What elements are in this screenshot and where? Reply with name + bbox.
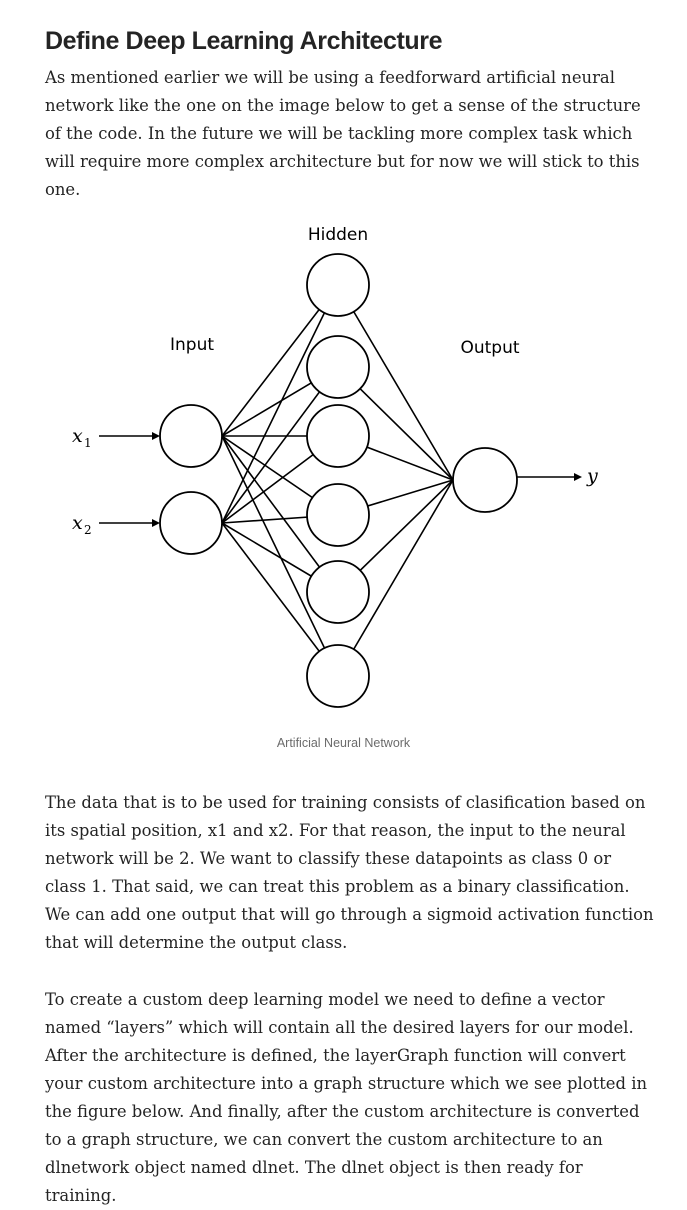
io-arrows (99, 432, 582, 527)
x1-input-label: x (72, 425, 83, 447)
hidden-node-5 (306, 560, 370, 624)
neural-network-figure: Hidden Input Output x 1 x 2 y (0, 208, 687, 728)
network-nodes (159, 253, 518, 708)
x1-input-arrowhead (152, 432, 160, 440)
hidden-node-6 (306, 644, 370, 708)
connection-input2-hidden1 (221, 284, 339, 524)
y-output-label: y (586, 465, 598, 487)
custom-model-paragraph: To create a custom deep learning model w… (45, 990, 647, 1205)
output-node (452, 447, 518, 513)
x2-input-label: x (72, 512, 83, 534)
neural-network-diagram: Hidden Input Output x 1 x 2 y (72, 225, 598, 708)
connection-lines (221, 284, 454, 677)
output-layer-label: Output (460, 338, 519, 358)
connection-input1-hidden6 (221, 435, 339, 677)
hidden-node-1 (306, 253, 370, 317)
output-arrowhead (574, 473, 582, 481)
input-node-1 (159, 404, 223, 468)
hidden-node-2 (306, 335, 370, 399)
hidden-node-4 (306, 483, 370, 547)
connection-input1-hidden5 (221, 435, 339, 593)
intro-paragraph: As mentioned earlier we will be using a … (45, 68, 641, 199)
input-layer-label: Input (170, 335, 214, 355)
x2-input-arrowhead (152, 519, 160, 527)
hidden-node-3 (306, 404, 370, 468)
input-node-2 (159, 491, 223, 555)
connection-input2-hidden2 (221, 366, 339, 524)
x1-subscript: 1 (84, 436, 92, 450)
x2-subscript: 2 (84, 523, 92, 537)
figure-caption: Artificial Neural Network (276, 736, 411, 750)
hidden-layer-label: Hidden (308, 225, 368, 245)
connection-hidden1-output (337, 284, 454, 481)
training-data-paragraph: The data that is to be used for training… (45, 793, 654, 952)
connection-input2-hidden6 (221, 522, 339, 677)
section-heading: Define Deep Learning Architecture (45, 27, 443, 55)
connection-hidden6-output (337, 479, 454, 677)
